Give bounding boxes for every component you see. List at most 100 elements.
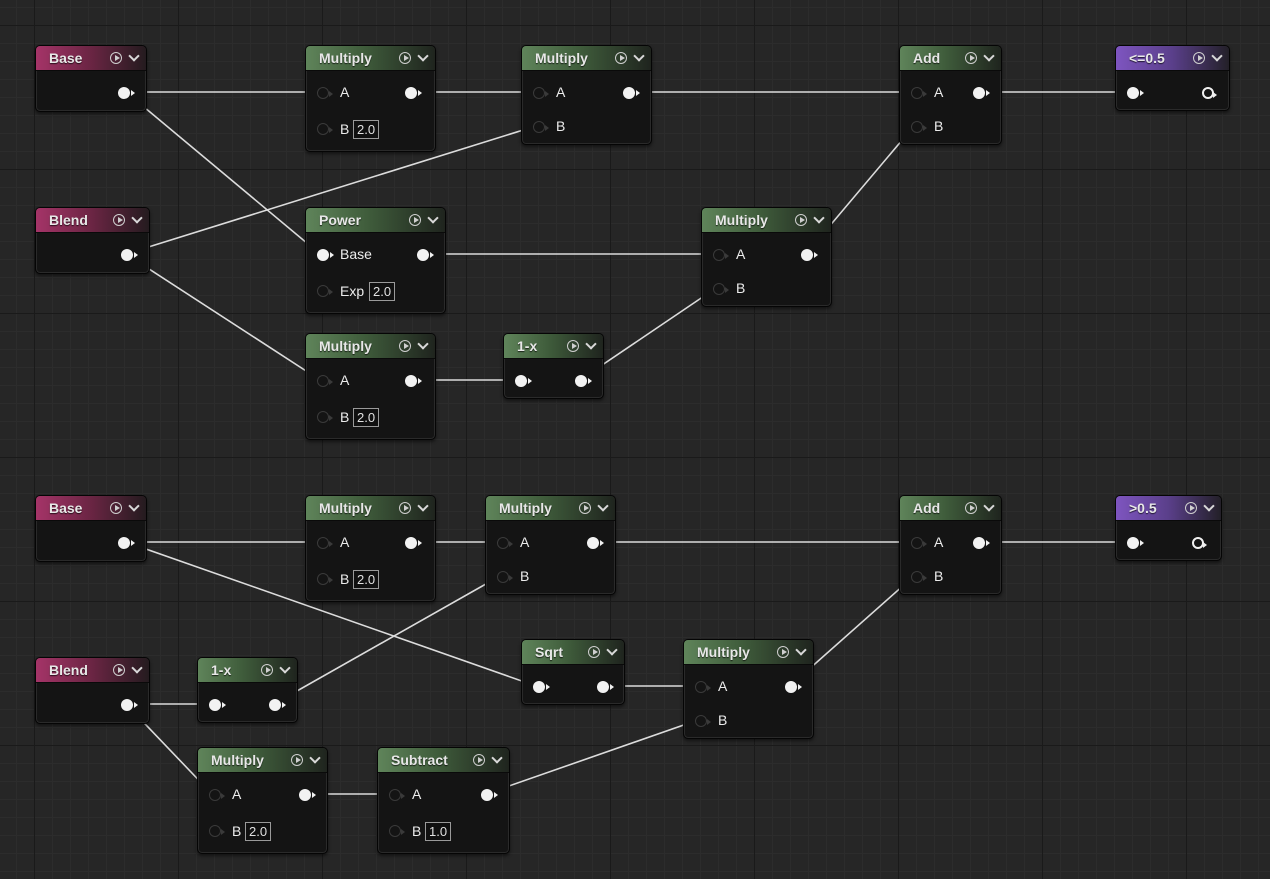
chevron-down-icon[interactable] <box>279 662 291 674</box>
node-header[interactable]: Multiply <box>306 46 435 71</box>
exp-value-field[interactable]: 2.0 <box>369 282 396 301</box>
input-pin-a[interactable] <box>911 87 927 99</box>
one-minus-node[interactable]: 1-x <box>503 333 604 399</box>
output-pin[interactable] <box>587 537 604 549</box>
preview-icon[interactable] <box>113 214 125 226</box>
preview-icon[interactable] <box>567 340 579 352</box>
multiply-node[interactable]: Multiply A B 2.0 <box>305 495 436 602</box>
preview-icon[interactable] <box>473 754 485 766</box>
input-pin-b[interactable] <box>317 123 333 135</box>
input-pin-a[interactable] <box>209 789 225 801</box>
output-pin[interactable] <box>973 87 990 99</box>
preview-icon[interactable] <box>588 646 600 658</box>
input-pin-a[interactable] <box>317 87 333 99</box>
chevron-down-icon[interactable] <box>417 50 429 62</box>
output-pin[interactable] <box>597 681 614 693</box>
sqrt-node[interactable]: Sqrt <box>521 639 625 705</box>
input-pin-b[interactable] <box>533 121 549 133</box>
output-node-gt[interactable]: >0.5 <box>1115 495 1222 561</box>
node-header[interactable]: Multiply <box>306 496 435 521</box>
input-pin-b[interactable] <box>695 715 711 727</box>
input-pin-a[interactable] <box>713 249 729 261</box>
preview-icon[interactable] <box>777 646 789 658</box>
input-pin[interactable] <box>1127 87 1144 99</box>
node-header[interactable]: Multiply <box>702 208 831 233</box>
chevron-down-icon[interactable] <box>1203 500 1215 512</box>
chevron-down-icon[interactable] <box>606 644 618 656</box>
input-pin-a[interactable] <box>911 537 927 549</box>
chevron-down-icon[interactable] <box>128 500 140 512</box>
node-header[interactable]: <=0.5 <box>1116 46 1229 71</box>
output-pin[interactable] <box>405 537 422 549</box>
multiply-node[interactable]: Multiply A B <box>521 45 652 145</box>
input-pin-b[interactable] <box>911 121 927 133</box>
output-pin[interactable] <box>299 789 316 801</box>
add-node[interactable]: Add A B <box>899 45 1002 145</box>
chevron-down-icon[interactable] <box>417 500 429 512</box>
preview-icon[interactable] <box>113 664 125 676</box>
input-pin-exp[interactable] <box>317 285 333 297</box>
b-value-field[interactable]: 1.0 <box>425 822 452 841</box>
output-pin[interactable] <box>121 699 138 711</box>
chevron-down-icon[interactable] <box>795 644 807 656</box>
chevron-down-icon[interactable] <box>417 338 429 350</box>
input-pin-a[interactable] <box>497 537 513 549</box>
node-header[interactable]: Multiply <box>198 748 327 773</box>
input-pin[interactable] <box>209 699 226 711</box>
chevron-down-icon[interactable] <box>128 50 140 62</box>
preview-icon[interactable] <box>1193 52 1205 64</box>
input-pin-base[interactable] <box>317 249 334 261</box>
output-pin[interactable] <box>575 375 592 387</box>
output-pin[interactable] <box>417 249 434 261</box>
input-pin-a[interactable] <box>533 87 549 99</box>
one-minus-node[interactable]: 1-x <box>197 657 298 723</box>
preview-icon[interactable] <box>615 52 627 64</box>
multiply-node[interactable]: Multiply A B <box>683 639 814 739</box>
output-pin[interactable] <box>623 87 640 99</box>
node-header[interactable]: Add <box>900 46 1001 71</box>
preview-icon[interactable] <box>261 664 273 676</box>
node-header[interactable]: Base <box>36 46 146 71</box>
preview-icon[interactable] <box>399 502 411 514</box>
preview-icon[interactable] <box>795 214 807 226</box>
blend-input-node[interactable]: Blend <box>35 207 150 274</box>
chevron-down-icon[interactable] <box>983 50 995 62</box>
chevron-down-icon[interactable] <box>491 752 503 764</box>
blend-input-node[interactable]: Blend <box>35 657 150 724</box>
node-header[interactable]: Multiply <box>486 496 615 521</box>
output-pin[interactable] <box>785 681 802 693</box>
node-header[interactable]: 1-x <box>198 658 297 683</box>
input-pin[interactable] <box>533 681 550 693</box>
node-header[interactable]: >0.5 <box>1116 496 1221 521</box>
chevron-down-icon[interactable] <box>131 662 143 674</box>
chevron-down-icon[interactable] <box>131 212 143 224</box>
output-pin[interactable] <box>118 87 135 99</box>
output-pin[interactable] <box>269 699 286 711</box>
node-header[interactable]: Multiply <box>684 640 813 665</box>
output-pin[interactable] <box>481 789 498 801</box>
output-node-lte[interactable]: <=0.5 <box>1115 45 1230 111</box>
node-header[interactable]: Power <box>306 208 445 233</box>
output-pin[interactable] <box>1192 537 1207 549</box>
chevron-down-icon[interactable] <box>813 212 825 224</box>
preview-icon[interactable] <box>965 502 977 514</box>
chevron-down-icon[interactable] <box>585 338 597 350</box>
multiply-node[interactable]: Multiply A B <box>701 207 832 307</box>
base-input-node[interactable]: Base <box>35 45 147 112</box>
preview-icon[interactable] <box>110 502 122 514</box>
multiply-node[interactable]: Multiply A B 2.0 <box>305 45 436 152</box>
node-header[interactable]: Base <box>36 496 146 521</box>
chevron-down-icon[interactable] <box>1211 50 1223 62</box>
input-pin-a[interactable] <box>317 375 333 387</box>
output-pin[interactable] <box>405 375 422 387</box>
input-pin-b[interactable] <box>209 825 225 837</box>
node-header[interactable]: Multiply <box>522 46 651 71</box>
preview-icon[interactable] <box>409 214 421 226</box>
input-pin[interactable] <box>1127 537 1144 549</box>
subtract-node[interactable]: Subtract A B 1.0 <box>377 747 510 854</box>
node-header[interactable]: Subtract <box>378 748 509 773</box>
preview-icon[interactable] <box>291 754 303 766</box>
input-pin-b[interactable] <box>497 571 513 583</box>
output-pin[interactable] <box>973 537 990 549</box>
node-header[interactable]: Add <box>900 496 1001 521</box>
